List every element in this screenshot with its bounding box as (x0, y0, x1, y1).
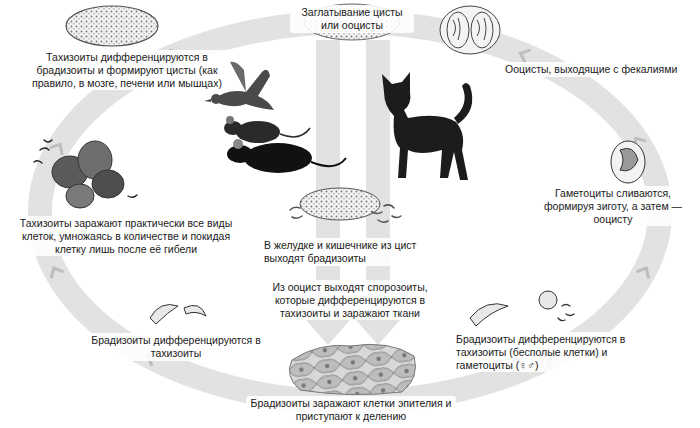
step-label: Гаметоциты сливаются, формируя зиготу, а… (534, 186, 692, 226)
step-label: Заглатывание цисты или ооцисты (290, 5, 414, 33)
gut-cyst (290, 188, 401, 222)
chevron (636, 265, 652, 279)
rat (227, 139, 346, 173)
tissue-cyst (66, 6, 158, 46)
step-label: Ооцисты, выходящие с фекалиями (503, 62, 683, 77)
sporulated-oocyst (440, 6, 500, 54)
tachyzoites (150, 305, 206, 325)
step-label: Тахизоиты дифференцируются в брадизоиты … (26, 50, 228, 90)
zygote-oocyst (611, 141, 645, 183)
chevron (48, 265, 64, 279)
cat (382, 72, 472, 180)
step-label: Брадизоиты заражают клетки эпителия и пр… (246, 396, 456, 424)
chevron (50, 141, 66, 155)
chevron (518, 47, 531, 63)
mouse (224, 116, 310, 143)
step-label: Брадизоиты дифференцируются в тахизоиты … (454, 332, 664, 372)
step-label: Из ооцист выходят спорозоиты, которые ди… (260, 280, 440, 320)
epithelium (289, 344, 415, 394)
infected-cells (34, 140, 137, 208)
step-label: Брадизоиты дифференцируются в тахизоиты (78, 333, 274, 361)
step-label: Тахизоиты заражают практически все виды … (8, 216, 244, 256)
gametocytes (470, 291, 574, 326)
step-label: В желудке и кишечнике из цист выходят бр… (262, 238, 432, 266)
